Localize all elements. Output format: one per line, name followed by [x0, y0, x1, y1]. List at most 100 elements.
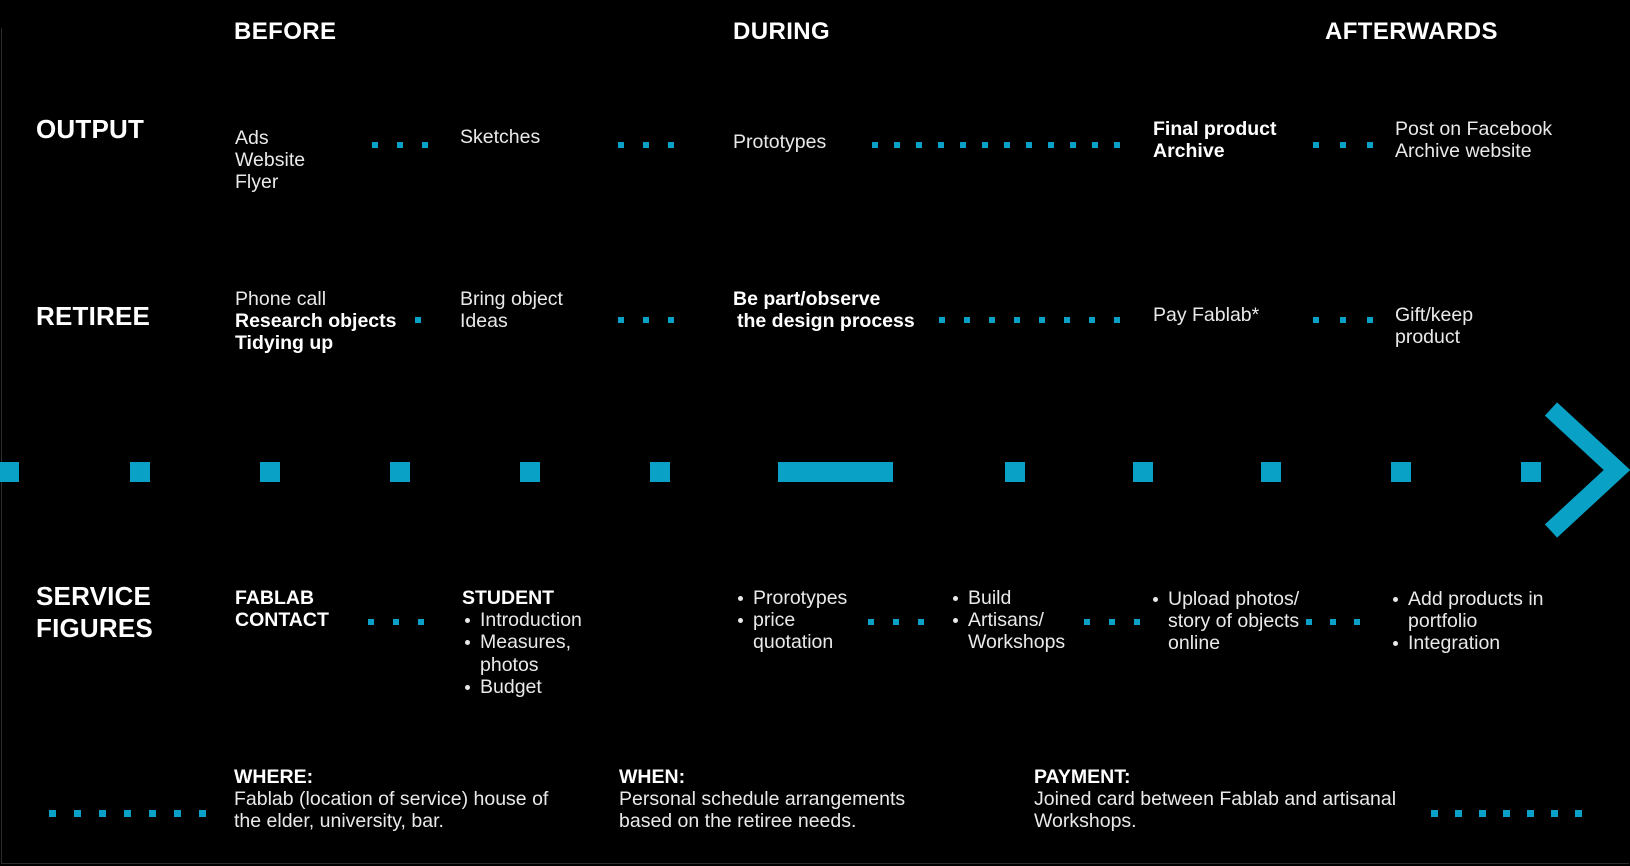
- dotted-connector-dot: [1527, 810, 1534, 817]
- dotted-connector-dot: [618, 317, 624, 323]
- footer-note-payment: PAYMENT: Joined card between Fablab and …: [1034, 766, 1396, 833]
- dotted-connector-dot: [939, 317, 945, 323]
- row-label-service-figures: SERVICE FIGURES: [36, 580, 153, 644]
- timeline-step-marker: [1521, 462, 1541, 482]
- phase-header-before: BEFORE: [234, 18, 337, 45]
- retiree-cell-phone-research: Phone call Research objects Tidying up: [235, 288, 397, 355]
- dotted-connector-dot: [1313, 142, 1319, 148]
- frame-border-bottom: [1, 863, 1629, 864]
- timeline-step-marker: [260, 462, 280, 482]
- dotted-connector-dot: [1064, 317, 1070, 323]
- service-cell-build-artisans: Build Artisans/ Workshops: [950, 587, 1065, 654]
- retiree-cell-be-part: Be part/observe the design process: [733, 288, 915, 332]
- arrow-right-icon: [1544, 402, 1630, 538]
- text-line: the elder, university, bar.: [234, 810, 444, 833]
- bullet-item: Budget: [462, 676, 582, 698]
- dotted-connector-dot: [960, 142, 966, 148]
- dotted-connector-dot: [368, 619, 374, 625]
- dotted-connector-dot: [1114, 142, 1120, 148]
- dotted-connector-dot: [964, 317, 970, 323]
- text-line: Bring object: [460, 288, 563, 310]
- dotted-connector-dot: [1109, 619, 1115, 625]
- text-line: Final product: [1153, 118, 1277, 140]
- dotted-connector-dot: [1134, 619, 1140, 625]
- text-line: Gift/keep: [1395, 304, 1474, 326]
- text-line: SERVICE: [36, 581, 152, 611]
- retiree-cell-gift-keep: Gift/keep product: [1395, 304, 1473, 348]
- bullet-item: Prorotypes: [735, 587, 847, 609]
- text-line: Fablab (location of service) house of: [234, 788, 549, 811]
- dotted-connector-dot: [893, 619, 899, 625]
- timeline-step-marker: [0, 462, 19, 482]
- text-line: based on the retiree needs.: [619, 810, 857, 833]
- text-line: Archive: [1153, 140, 1225, 163]
- text-line: Workshops: [968, 631, 1066, 654]
- dotted-connector-dot: [668, 142, 674, 148]
- bullet-item: Build: [950, 587, 1065, 609]
- text-line: FABLAB: [235, 587, 315, 609]
- service-cell-add-products: Add products in portfolio Integration: [1390, 588, 1544, 655]
- dotted-connector-dot: [1503, 810, 1510, 817]
- text-line: photos: [480, 653, 539, 676]
- dotted-connector-dot: [1048, 142, 1054, 148]
- dotted-connector-dot: [1114, 317, 1120, 323]
- dotted-connector-dot: [643, 317, 649, 323]
- output-cell-post-facebook: Post on Facebook Archive website: [1395, 118, 1552, 162]
- retiree-cell-bring-object: Bring object Ideas: [460, 288, 563, 332]
- dotted-connector-dot: [393, 619, 399, 625]
- timeline-step-bar: [778, 462, 893, 482]
- dotted-connector-dot: [872, 142, 878, 148]
- dotted-connector-dot: [918, 619, 924, 625]
- text-line: Website: [235, 149, 306, 172]
- output-cell-prototypes: Prototypes: [733, 131, 827, 153]
- dotted-connector-dot: [1340, 142, 1346, 148]
- dotted-connector-dot: [894, 142, 900, 148]
- service-cell-upload-photos: Upload photos/ story of objects online: [1150, 588, 1299, 655]
- text-line: STUDENT: [462, 587, 555, 609]
- dotted-connector-dot: [643, 142, 649, 148]
- timeline-step-marker: [1261, 462, 1281, 482]
- text-line: Post on Facebook: [1395, 118, 1553, 140]
- text-line: Archive website: [1395, 140, 1532, 163]
- service-cell-student: STUDENT Introduction Measures, photos Bu…: [462, 587, 582, 698]
- dotted-connector-dot: [1479, 810, 1486, 817]
- bullet-item: Upload photos/: [1150, 588, 1299, 610]
- dotted-connector-dot: [868, 619, 874, 625]
- service-cell-fablab-contact: FABLAB CONTACT: [235, 587, 329, 631]
- timeline-step-marker: [520, 462, 540, 482]
- timeline-step-marker: [1005, 462, 1025, 482]
- dotted-connector-dot: [1070, 142, 1076, 148]
- timeline-step-marker: [130, 462, 150, 482]
- text-line: product: [1395, 326, 1461, 349]
- bullet-item: Add products in: [1390, 588, 1544, 610]
- bullet-item: Measures,: [462, 631, 582, 653]
- text-line: Workshops.: [1034, 810, 1137, 833]
- dotted-connector-dot: [989, 317, 995, 323]
- row-label-retiree: RETIREE: [36, 301, 151, 331]
- dotted-connector-dot: [1084, 619, 1090, 625]
- dotted-connector-dot: [397, 142, 403, 148]
- dotted-connector-dot: [1340, 317, 1346, 323]
- text-line: the design process: [737, 310, 915, 333]
- footer-note-label: WHERE:: [234, 766, 314, 788]
- dotted-connector-dot: [1551, 810, 1558, 817]
- text-line: story of objects: [1168, 610, 1300, 633]
- output-cell-sketches: Sketches: [460, 126, 541, 148]
- footer-note-where: WHERE: Fablab (location of service) hous…: [234, 766, 548, 833]
- dotted-connector-dot: [1330, 619, 1336, 625]
- dotted-connector-dot: [916, 142, 922, 148]
- dotted-connector-dot: [668, 317, 674, 323]
- dotted-connector-dot: [1092, 142, 1098, 148]
- frame-border-left: [1, 28, 2, 864]
- dotted-connector-dot: [1455, 810, 1462, 817]
- bullet-item: price: [735, 609, 847, 631]
- phase-header-afterwards: AFTERWARDS: [1325, 18, 1498, 45]
- dotted-connector-dot: [124, 810, 131, 817]
- dotted-connector-dot: [174, 810, 181, 817]
- dotted-connector-dot: [49, 810, 56, 817]
- dotted-connector-dot: [418, 619, 424, 625]
- dotted-connector-dot: [149, 810, 156, 817]
- dotted-connector-dot: [1313, 317, 1319, 323]
- text-line: CONTACT: [235, 609, 329, 632]
